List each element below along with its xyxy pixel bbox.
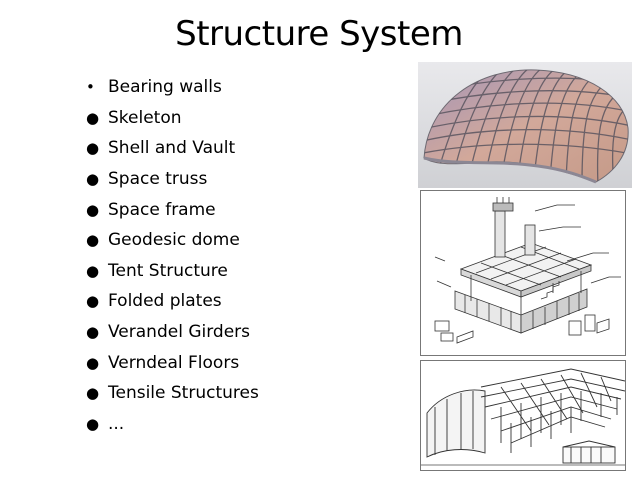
bullet-marker: ●	[86, 139, 100, 158]
list-item-text: Shell and Vault	[108, 138, 236, 159]
list-item-text: Bearing walls	[108, 77, 222, 98]
list-item: ● Space truss	[86, 164, 259, 195]
list-item-text: Space frame	[108, 199, 216, 220]
list-item-text: Skeleton	[108, 107, 182, 128]
list-item: ● Shell and Vault	[86, 133, 259, 164]
bullet-marker: ●	[86, 323, 100, 342]
list-item: ● Verandel Girders	[86, 317, 259, 348]
bullet-list: • Bearing walls ● Skeleton ● Shell and Vaul…	[86, 72, 259, 439]
list-item: ● Tent Structure	[86, 256, 259, 287]
bullet-marker: ●	[86, 292, 100, 311]
bullet-marker: ●	[86, 261, 100, 280]
list-item: ● Skeleton	[86, 103, 259, 134]
bullet-marker: ●	[86, 108, 100, 127]
list-item: ● Geodesic dome	[86, 225, 259, 256]
skeleton-axonometric-drawing	[420, 190, 626, 356]
list-item-text: Geodesic dome	[108, 230, 240, 251]
list-item: • Bearing walls	[86, 72, 259, 103]
list-item-text: Verandel Girders	[108, 322, 251, 343]
bullet-marker: ●	[86, 353, 100, 372]
list-item-text: Space truss	[108, 169, 208, 190]
list-item: ● Tensile Structures	[86, 378, 259, 409]
list-item-text: Verndeal Floors	[108, 352, 240, 373]
list-item: ●...	[86, 409, 259, 440]
list-item-text: Tent Structure	[108, 260, 228, 281]
list-item-text: Tensile Structures	[108, 383, 259, 404]
slide-title: Structure System	[175, 14, 463, 54]
bullet-marker: ●	[86, 170, 100, 189]
bullet-marker: ●	[86, 414, 100, 433]
list-item-text: ...	[108, 413, 125, 434]
bullet-marker: ●	[86, 384, 100, 403]
bullet-marker: ●	[86, 231, 100, 250]
gridshell-dome-image	[418, 62, 632, 188]
frame-structure-drawing	[420, 360, 626, 471]
bullet-marker: ●	[86, 200, 100, 219]
list-item: ● Verndeal Floors	[86, 347, 259, 378]
list-item-text: Folded plates	[108, 291, 222, 312]
bullet-marker: •	[86, 78, 95, 97]
list-item: ● Folded plates	[86, 286, 259, 317]
list-item: ● Space frame	[86, 194, 259, 225]
